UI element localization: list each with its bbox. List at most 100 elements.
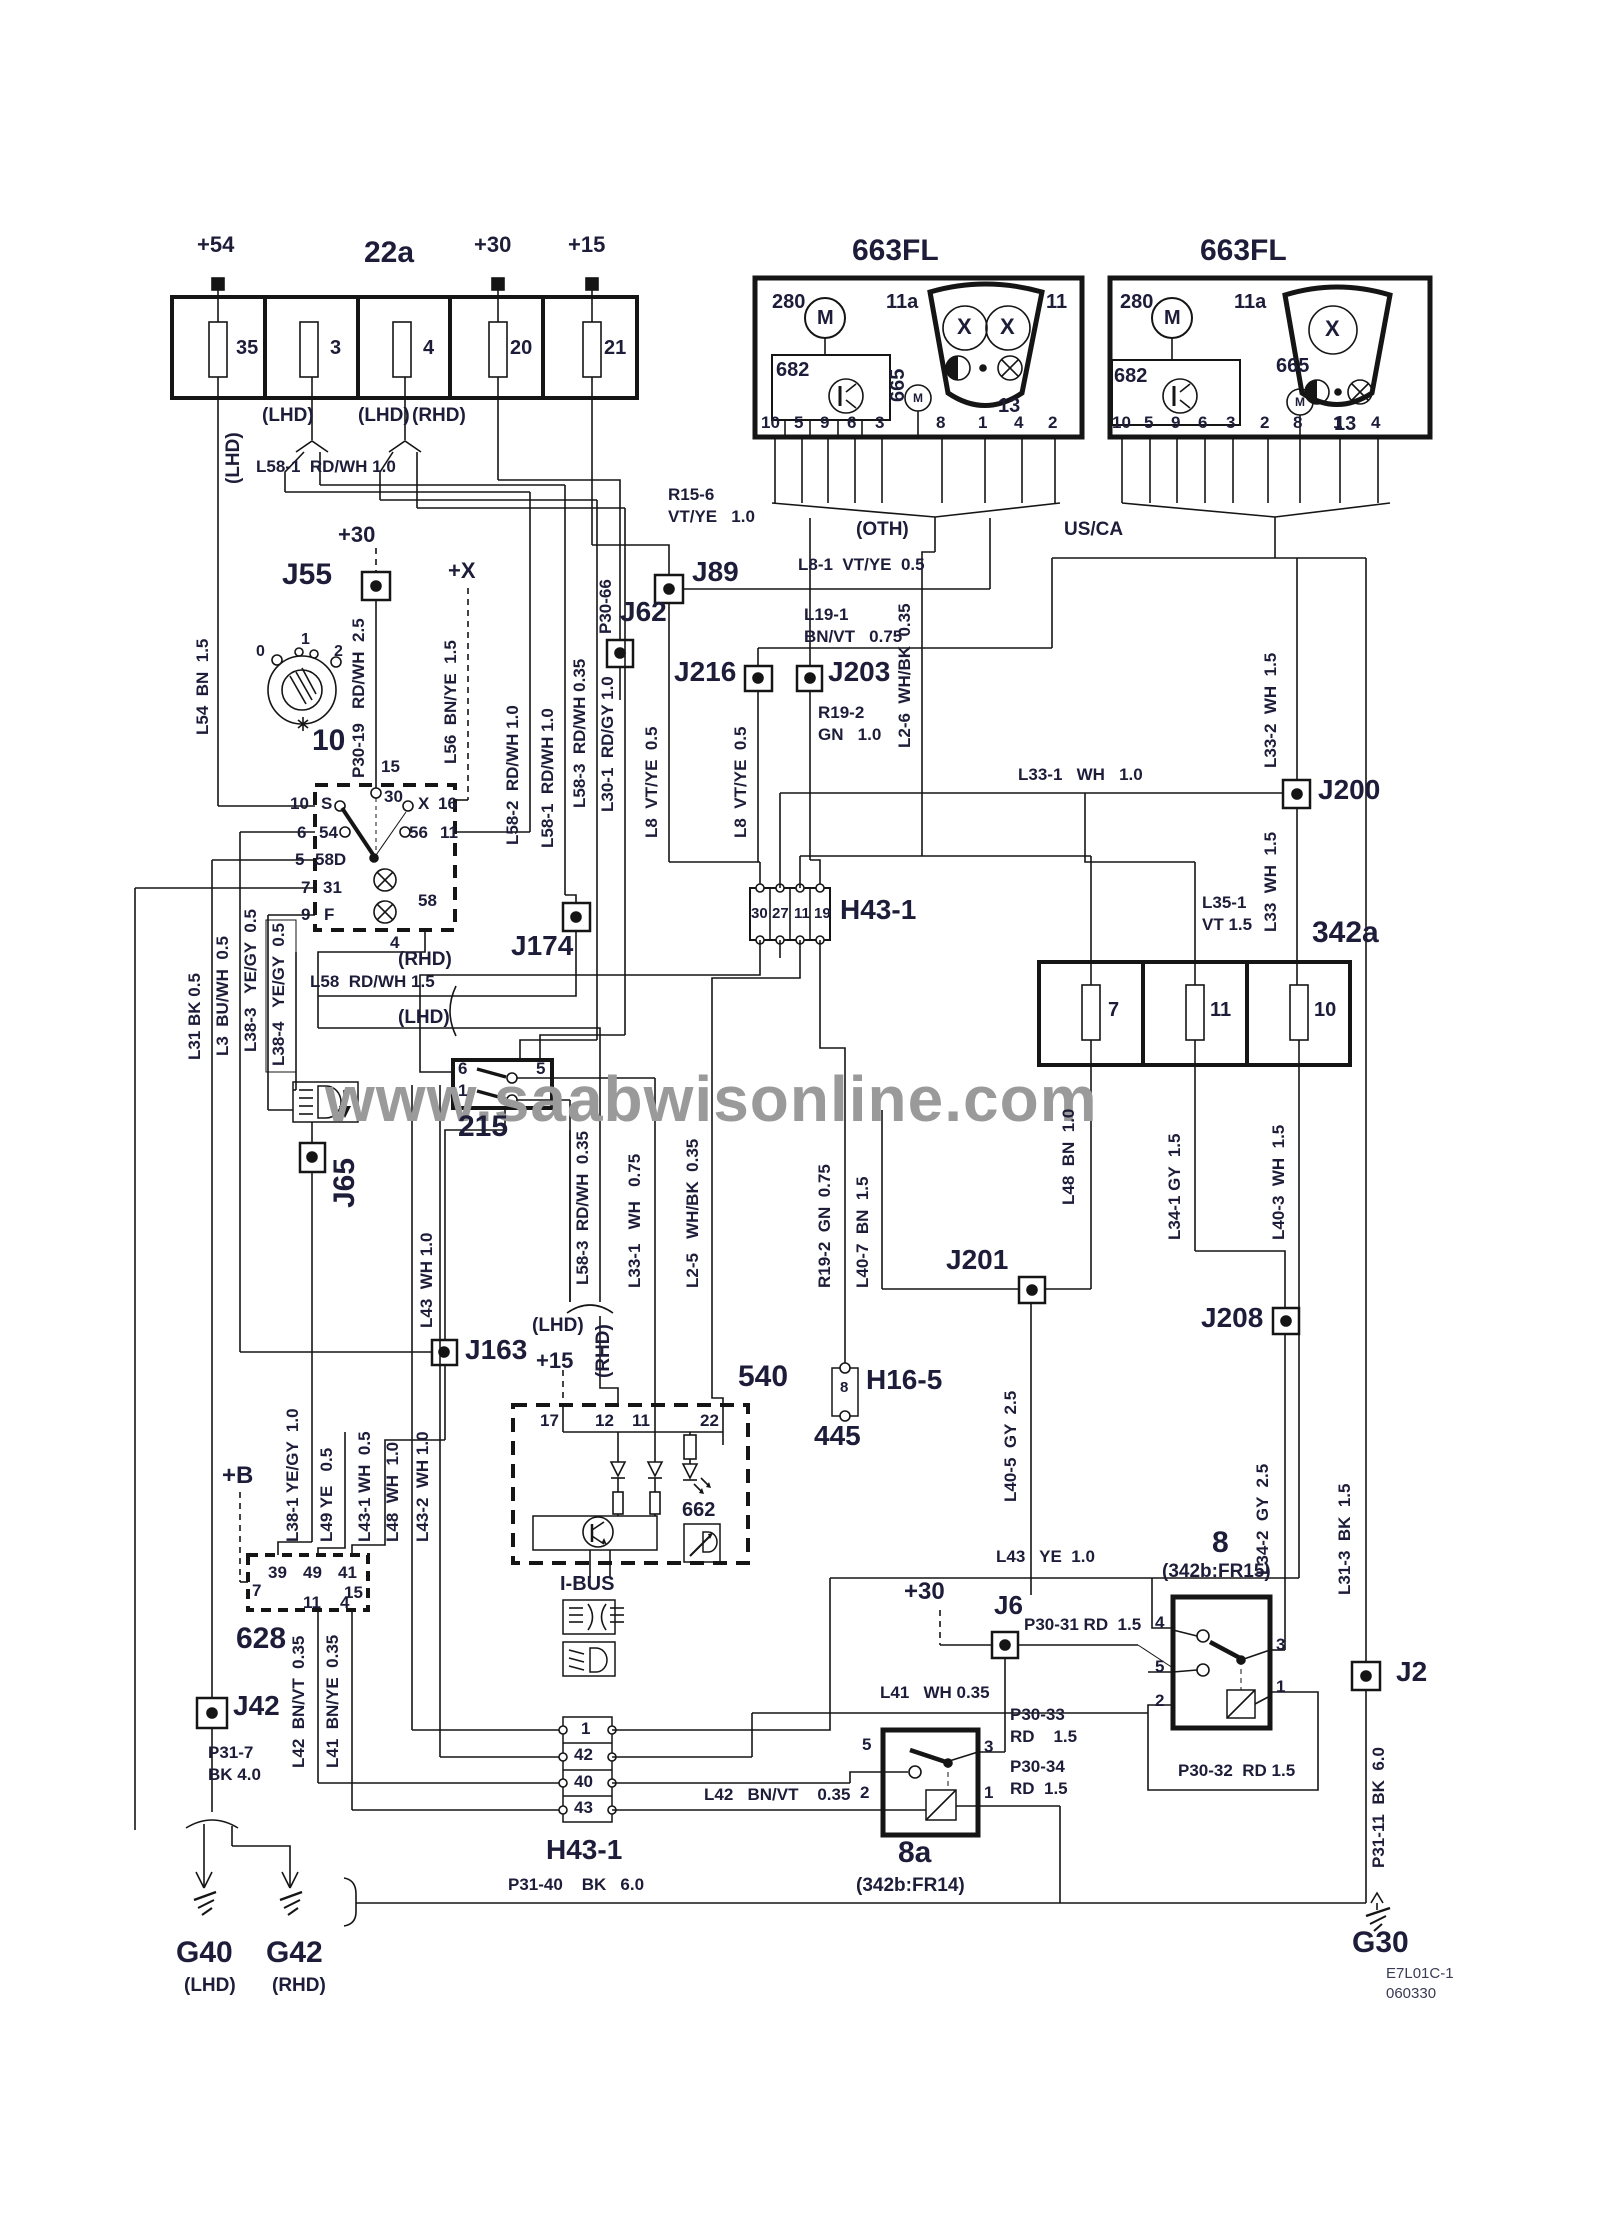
variant-lhd-f35: (LHD) <box>223 432 244 484</box>
supply-square-54 <box>211 277 225 291</box>
supply-square-30 <box>491 277 505 291</box>
wire-l8-a: L8 VT/YE 0.5 <box>642 726 661 839</box>
connector-j89: J89 <box>692 556 739 587</box>
wire-l34-2: L34-2 GY 2.5 <box>1253 1463 1272 1575</box>
lamp-icon <box>997 355 1023 381</box>
wire-l40-5: L40-5 GY 2.5 <box>1001 1390 1020 1502</box>
unit-628-pin41: 41 <box>338 1563 357 1582</box>
ign-pin-11: 11 <box>440 823 458 842</box>
headlamp-shape-icon <box>927 281 1045 408</box>
wire-l3: L3 BU/WH 0.5 <box>213 936 232 1056</box>
left-663fl-pin8: 8 <box>936 413 946 432</box>
left-663fl-pin6: 6 <box>847 413 857 432</box>
wire-p30-66: P30-66 <box>596 579 615 634</box>
right-663fl-280: 280 <box>1120 291 1154 313</box>
connector-j216: J216 <box>674 656 737 687</box>
relay-8a-pin5: 5 <box>862 1735 872 1754</box>
bundle-brace-right <box>343 1877 357 1927</box>
unit-215-pin6: 6 <box>458 1059 468 1078</box>
right-663fl-665: 665 <box>1276 355 1310 377</box>
headlamp-icon <box>317 1085 342 1119</box>
unit-215-pin5: 5 <box>536 1059 546 1078</box>
fuse-10-num: 10 <box>1314 999 1337 1021</box>
left-663fl-11: 11 <box>1046 291 1068 313</box>
connector-j65: J65 <box>328 1157 361 1208</box>
wire-r15-6-b: VT/YE 1.0 <box>668 507 755 526</box>
wire-l38-3: L38-3 YE/GY 0.5 <box>241 908 260 1052</box>
unit-10-title: 10 <box>312 724 346 757</box>
wire-l31-3: L31-3 BK 1.5 <box>1335 1483 1354 1596</box>
right-663fl-m: M <box>1164 307 1181 329</box>
brace-540 <box>566 1304 614 1314</box>
wire-l48-bn: L48 BN 1.0 <box>1059 1108 1078 1205</box>
fuse-35-num: 35 <box>236 337 259 359</box>
right-663fl-m2: M <box>1295 395 1305 409</box>
connector-j203: J203 <box>828 656 891 687</box>
ground-g40: G40 <box>176 1936 233 1969</box>
left-663fl-m: M <box>817 307 834 329</box>
ign-pin-58d: 58D <box>315 850 347 869</box>
ground-symbol-g42 <box>279 1871 303 1916</box>
wire-l41-v: L41 BN/YE 0.35 <box>323 1634 342 1768</box>
fuse-4-num: 4 <box>423 337 435 359</box>
unit-628-pin11: 11 <box>303 1593 321 1612</box>
wire-l49: L49 YE 0.5 <box>317 1447 336 1542</box>
left-663fl-m2: M <box>913 391 923 405</box>
wire-l8-b: L8 VT/YE 0.5 <box>731 726 750 839</box>
wire-l33-1-h: L33-1 WH 1.0 <box>1018 765 1143 784</box>
ign-pin-f: F <box>324 905 335 924</box>
right-663fl-pin10: 10 <box>1112 413 1131 432</box>
right-663fl-682: 682 <box>1114 365 1148 387</box>
relay-8-pos: (342b:FR15) <box>1162 1561 1271 1582</box>
right-663fl-pin9: 9 <box>1171 413 1181 432</box>
wire-l30-1: L30-1 RD/GY 1.0 <box>598 676 617 812</box>
ign-pin-31: 31 <box>323 878 342 897</box>
wire-l19-1-a: L19-1 <box>804 605 849 624</box>
connector-j62: J62 <box>620 596 667 627</box>
wire-l43-ye: L43 YE 1.0 <box>996 1547 1095 1566</box>
left-663fl-pin5: 5 <box>794 413 804 432</box>
h43-1-lower-title: H43-1 <box>546 1834 623 1865</box>
ign-pin-54: 54 <box>319 823 338 842</box>
right-663fl-13: 13 <box>1334 413 1357 435</box>
right-663fl-11a: 11a <box>1234 291 1267 313</box>
variant-lhd-f3: (LHD) <box>262 405 314 426</box>
rotary-pos-2: 2 <box>334 643 343 660</box>
unit-540-pin17: 17 <box>540 1411 559 1430</box>
document-id-block: E7L01C-1 060330 <box>1386 1964 1454 2005</box>
right-663fl-x: X <box>1325 316 1340 341</box>
wire-l40-7: L40-7 BN 1.5 <box>853 1176 872 1289</box>
h43-1-low-pin40: 40 <box>574 1772 593 1791</box>
wire-p31-7-b: BK 4.0 <box>208 1765 261 1784</box>
relay-8-pin1: 1 <box>1276 1677 1286 1696</box>
watermark: www.saabwisonline.com <box>325 1063 1098 1135</box>
led-icon <box>681 1463 699 1480</box>
harness-fan-right <box>1051 437 1391 1662</box>
variant-rhd-j174: (RHD) <box>398 949 452 970</box>
wire-l33-1-low: L33-1 WH 0.75 <box>625 1153 644 1288</box>
relay-8a-title: 8a <box>898 1836 932 1869</box>
wire-p30-19: P30-19 RD/WH 2.5 <box>349 618 368 778</box>
fuse-7-num: 7 <box>1108 999 1120 1021</box>
unit-540 <box>511 1403 750 1565</box>
wire-l38-4-frame <box>265 919 297 1073</box>
headlamp-unit-663fl-right <box>1107 275 1433 440</box>
unit-540-title: 540 <box>738 1360 789 1393</box>
headlight-icon-box <box>292 1081 359 1123</box>
wire-l8-1: L8-1 VT/YE 0.5 <box>798 555 925 574</box>
relay-8a <box>880 1727 981 1838</box>
unit-628 <box>246 1553 370 1612</box>
wire-l38-1: L38-1 YE/GY 1.0 <box>283 1408 302 1542</box>
wire-p31-7-a: P31-7 <box>208 1743 254 1762</box>
headlamp-unit-663fl-left <box>752 275 1085 440</box>
relay-8a-pos: (342b:FR14) <box>856 1875 965 1896</box>
left-663fl-pin3: 3 <box>875 413 885 432</box>
ground-symbol-g40 <box>193 1871 217 1916</box>
wire-l58-2-v: L58-2 RD/WH 1.0 <box>503 705 522 845</box>
light-switch-rotary-icon <box>267 647 342 731</box>
wire-l58-mid: L58 RD/WH 1.5 <box>310 972 435 991</box>
wire-l40-3: L40-3 WH 1.5 <box>1269 1124 1288 1240</box>
rotary-pos-0: 0 <box>256 643 265 660</box>
wire-l43-2: L43-2 WH 1.0 <box>413 1431 432 1542</box>
